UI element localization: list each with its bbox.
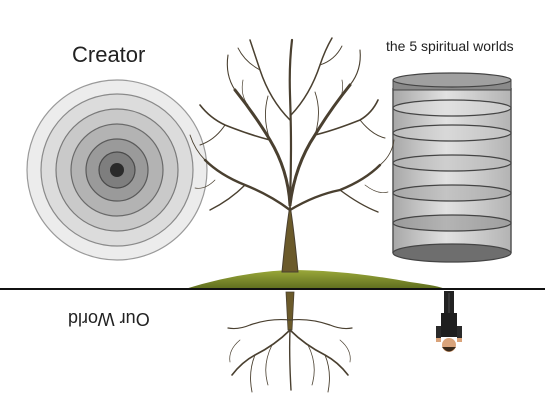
- our-world-label: Our World: [68, 309, 150, 329]
- tree-trunk: [281, 204, 299, 273]
- person-torso: [441, 313, 457, 337]
- world-layer-1: [392, 99, 512, 117]
- spiritual-worlds-cylinder: [392, 72, 512, 263]
- creator-label: Creator: [72, 42, 146, 67]
- cylinder-base: [392, 243, 512, 263]
- world-layer-5: [392, 214, 512, 232]
- world-layer-3: [392, 154, 512, 172]
- creator-circles: [26, 79, 208, 261]
- inverted-person: [436, 291, 462, 352]
- world-layer-4: [392, 184, 512, 202]
- tree: [189, 37, 395, 273]
- creator-center-dot: [110, 163, 124, 177]
- cylinder-top: [392, 72, 512, 88]
- inverted-tree: [227, 291, 353, 393]
- spiritual-worlds-label: the 5 spiritual worlds: [386, 38, 514, 54]
- world-layer-2: [392, 124, 512, 142]
- ground-mound: [185, 270, 445, 289]
